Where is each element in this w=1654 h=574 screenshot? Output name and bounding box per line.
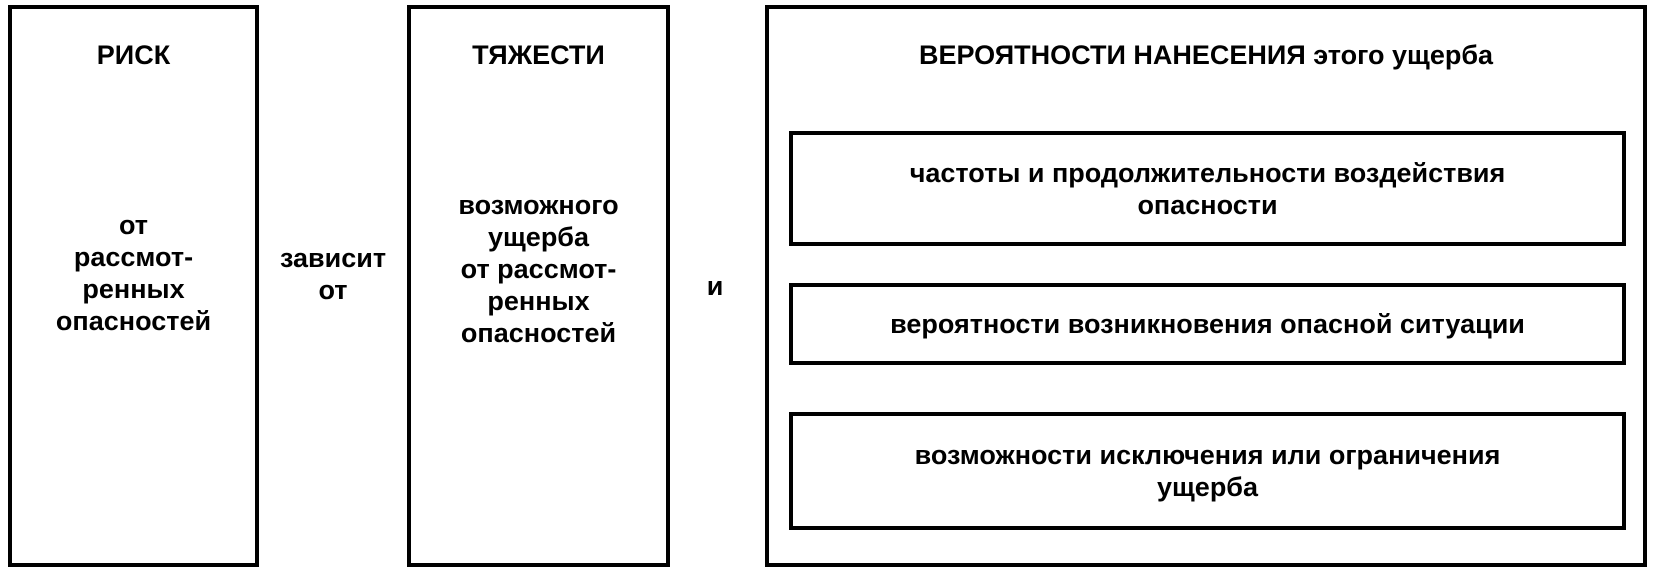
depends-label: зависит от <box>279 243 387 305</box>
risk-box: РИСК от рассмот- ренных опасностей <box>8 5 259 567</box>
severity-title: ТЯЖЕСТИ <box>472 40 605 70</box>
probability-title: ВЕРОЯТНОСТИ НАНЕСЕНИЯ этого ущерба <box>918 40 1494 70</box>
and-label: и <box>706 271 724 301</box>
probability-item: вероятности возникновения опасной ситуац… <box>789 283 1626 365</box>
probability-item-text: вероятности возникновения опасной ситуац… <box>890 309 1525 339</box>
risk-body: от рассмот- ренных опасностей <box>55 210 212 336</box>
probability-item: возможности исключения или ограничения у… <box>789 412 1626 530</box>
severity-box: ТЯЖЕСТИ возможного ущерба от рассмот- ре… <box>407 5 670 567</box>
probability-item-text: частоты и продолжительности воздействия … <box>909 157 1506 220</box>
probability-item-text: возможности исключения или ограничения у… <box>914 440 1501 502</box>
probability-box: ВЕРОЯТНОСТИ НАНЕСЕНИЯ этого ущерба часто… <box>765 5 1647 567</box>
severity-body: возможного ущерба от рассмот- ренных опа… <box>458 190 619 348</box>
risk-title: РИСК <box>96 40 171 70</box>
probability-item: частоты и продолжительности воздействия … <box>789 131 1626 246</box>
